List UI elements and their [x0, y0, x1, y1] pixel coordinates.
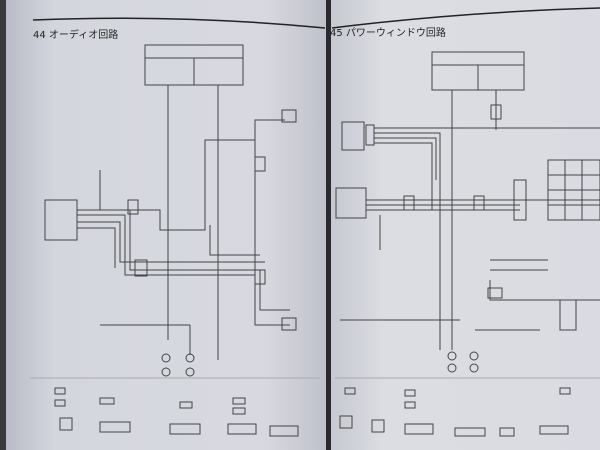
right-header-rule: [331, 7, 600, 29]
right-page: [330, 0, 600, 450]
left-page-title: 44 オーディオ回路: [33, 30, 119, 41]
right-page-title: 45 パワーウィンドウ回路: [330, 28, 446, 39]
main-switch: [335, 187, 367, 219]
window-switch: [341, 121, 365, 151]
left-page: [6, 0, 328, 450]
book-spine: [326, 0, 331, 450]
audio-unit: [44, 199, 78, 241]
left-header-rule: [32, 17, 326, 29]
